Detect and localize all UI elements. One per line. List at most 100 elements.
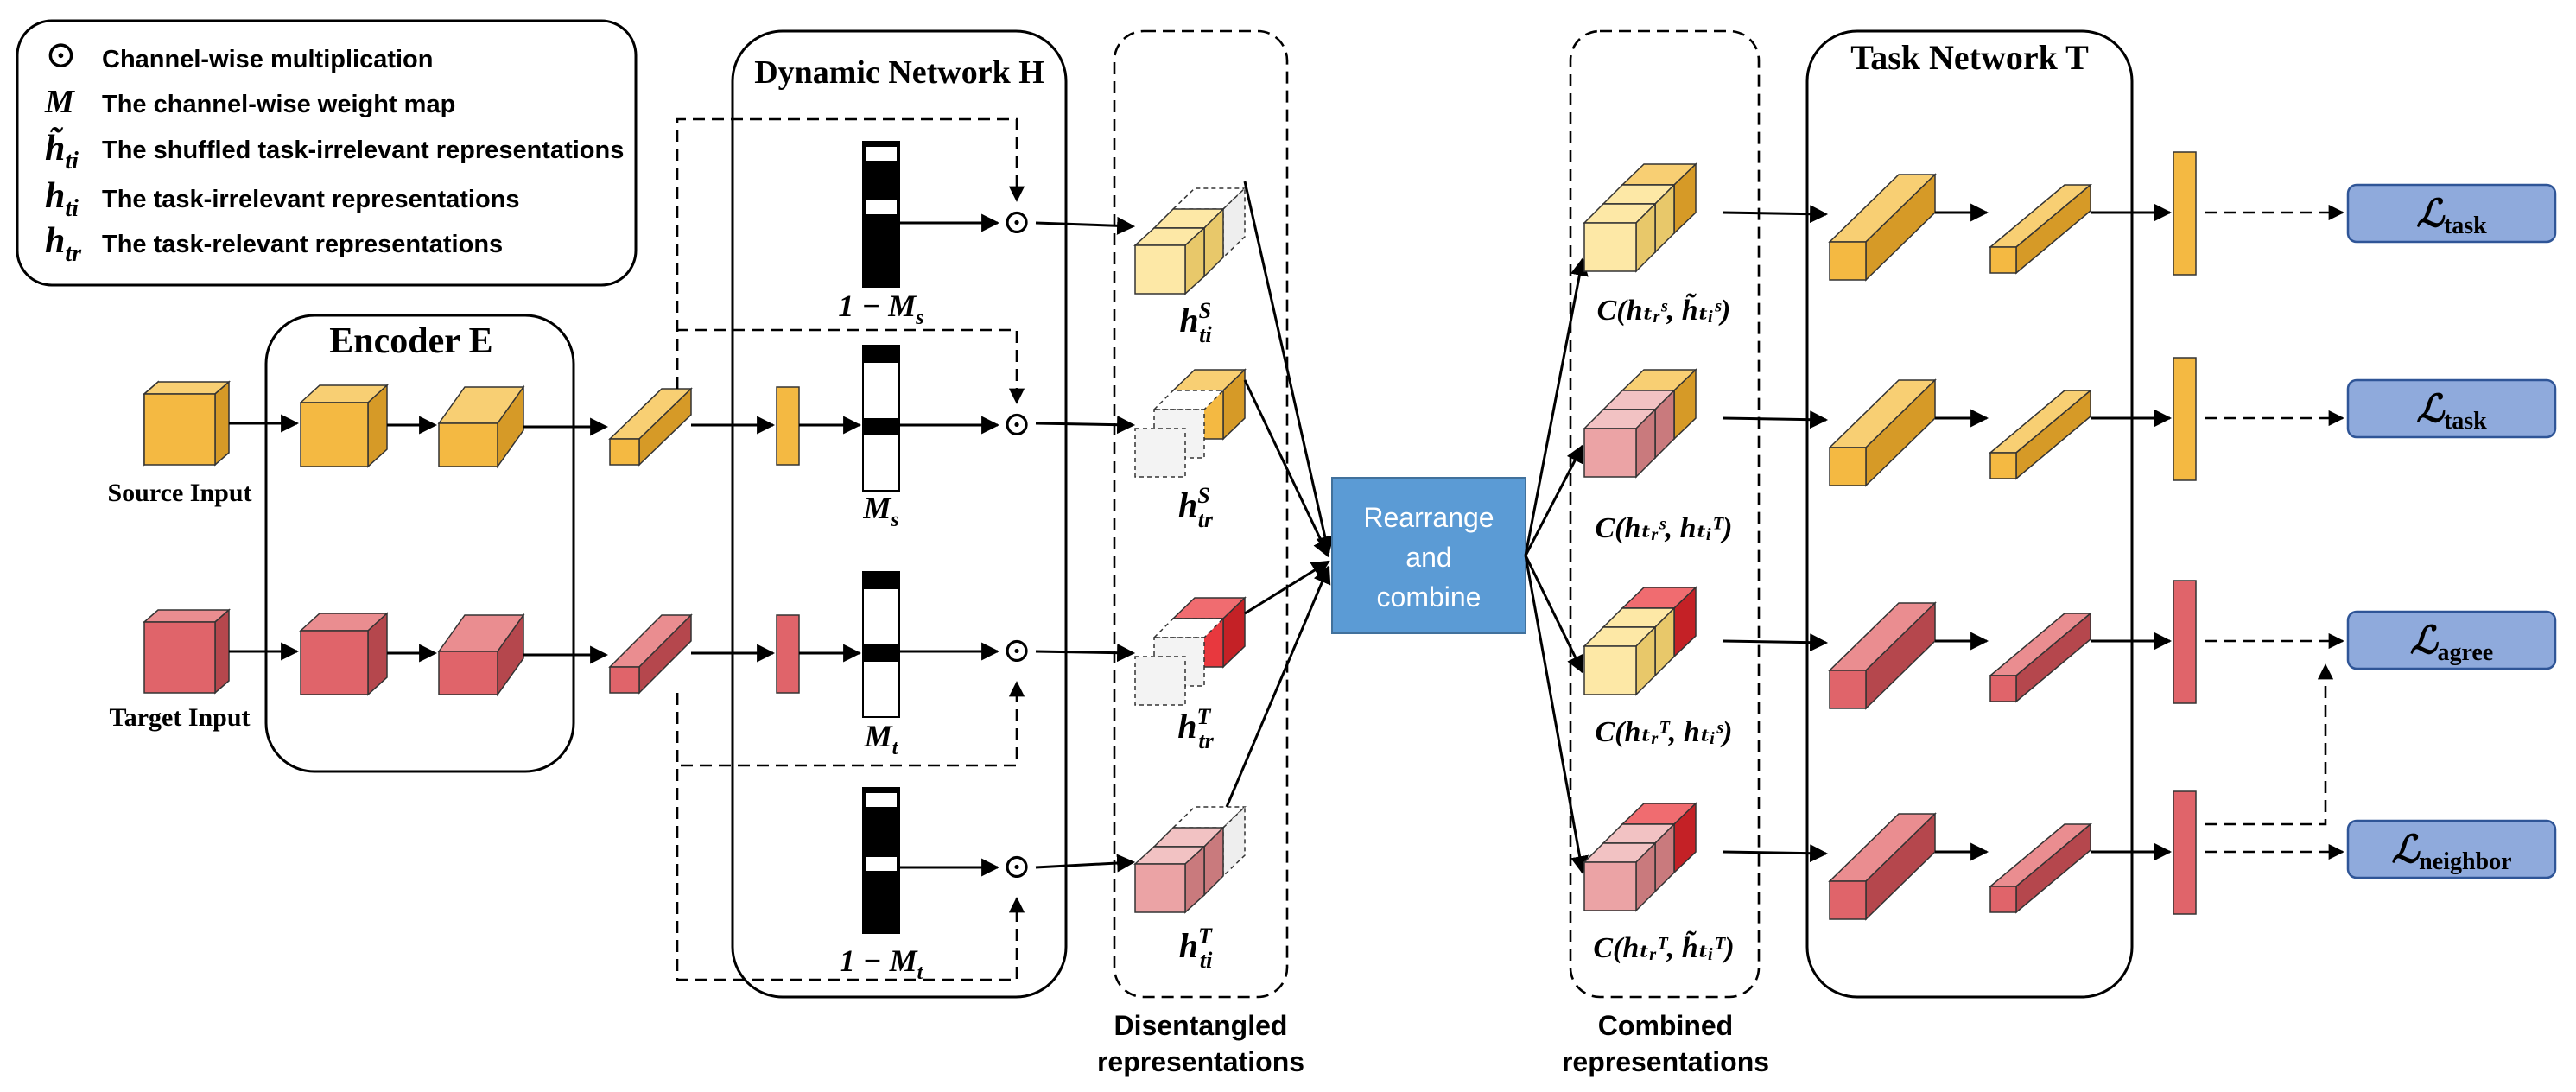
legend-text-shuffled: The shuffled task-irrelevant representat… [102, 136, 624, 164]
odot-operator-4: ⊙ [1002, 847, 1031, 886]
task-slab-large-row4 [1828, 812, 1937, 921]
arrow-odot3-to-htr-t [1035, 644, 1136, 663]
svg-text:ℒtask: ℒtask [2416, 193, 2487, 239]
label-mt: Mt [864, 719, 899, 759]
disentangled-h-ti-s-stack [1133, 187, 1247, 295]
task-output-vector-row4 [2173, 790, 2197, 915]
caption-combined-line1: Combined [1598, 1010, 1733, 1041]
arrow-rearrange-to-c1 [1524, 257, 1589, 556]
task-output-vector-row2 [2173, 357, 2197, 481]
task-network-rows [1722, 151, 2197, 921]
task-slab-large-row3 [1828, 601, 1937, 710]
arrow-odot2-to-htr-s [1035, 416, 1136, 435]
arrow-rearrange-to-c2 [1524, 444, 1584, 556]
target-input-label: Target Input [109, 703, 250, 732]
odot-operator-1: ⊙ [1002, 202, 1031, 241]
caption-disentangled-line2: representations [1097, 1046, 1304, 1077]
source-input-label: Source Input [108, 479, 252, 507]
odot-operator-3: ⊙ [1002, 631, 1031, 670]
arrow-rearrange-to-c3 [1524, 555, 1584, 674]
disentangled-group-box [1113, 29, 1289, 999]
arrow-combined-to-task-row4 [1722, 844, 1829, 863]
weight-map-one-minus-mt [862, 787, 900, 934]
rearrange-line1: Rearrange [1363, 502, 1494, 533]
caption-combined-line2: representations [1562, 1046, 1769, 1077]
disentangled-h-tr-s-stack [1134, 368, 1247, 478]
legend-box [16, 19, 638, 287]
encoded-source-slab [608, 387, 693, 467]
encoder-box [264, 314, 575, 773]
disentangled-h-ti-t-stack [1133, 805, 1247, 914]
legend-symbol-h-ti: hti [45, 176, 79, 222]
label-combined-c2: C(hₜᵣˢ, hₜᵢᵀ) [1595, 512, 1732, 544]
arrow-combined-to-task-row2 [1722, 410, 1829, 429]
task-network-box [1805, 29, 2134, 999]
label-one-minus-mt: 1 − Mt [840, 943, 924, 984]
dashed-source-to-odot1 [676, 117, 1025, 389]
encoder-source-cube-2 [437, 384, 525, 469]
encoder-target-cube-1 [299, 612, 389, 696]
caption-disentangled-line1: Disentangled [1114, 1010, 1288, 1041]
legend: ⊙ Channel-wise multiplication M The chan… [16, 19, 638, 287]
legend-text-relevant: The task-relevant representations [102, 231, 503, 258]
dashed-target-to-odot3 [676, 681, 1025, 767]
arrow-odot1-to-hti-s [1035, 216, 1136, 235]
task-slab-small-row1 [1988, 183, 2093, 275]
dynamic-network-title: Dynamic Network H [754, 54, 1044, 91]
task-network-title: Task Network T [1850, 38, 2089, 77]
legend-text-multiplication: Channel-wise multiplication [102, 46, 434, 73]
svg-text:ℒtask: ℒtask [2416, 388, 2487, 435]
task-slab-small-row4 [1988, 822, 2093, 914]
dynamic-source-vector [776, 386, 800, 466]
label-ms: Ms [862, 491, 898, 531]
loss-box-task-1: ℒtask [2346, 183, 2557, 244]
legend-text-irrelevant: The task-irrelevant representations [102, 186, 520, 213]
encoded-target-slab [608, 613, 693, 695]
weight-map-one-minus-ms [862, 141, 900, 288]
label-combined-c3: C(hₜᵣᵀ, hₜᵢˢ) [1595, 716, 1732, 748]
arrow-odot4-to-hti-t [1035, 854, 1136, 873]
legend-symbol-h-tilde: h̃ti [45, 126, 79, 175]
dashed-target-to-odot4 [676, 693, 1025, 981]
task-slab-large-row1 [1828, 173, 1937, 282]
task-slab-small-row3 [1988, 612, 2093, 703]
arrow-hti-t-to-rearrange [1225, 565, 1331, 808]
combined-c2-stack [1583, 368, 1697, 479]
svg-text:ℒagree: ℒagree [2410, 619, 2493, 666]
label-one-minus-ms: 1 − Ms [838, 289, 923, 329]
dynamic-network-box [731, 29, 1068, 999]
loss-box-agree: ℒagree [2346, 610, 2557, 670]
legend-text-weight-map: The channel-wise weight map [102, 91, 455, 118]
legend-symbol-odot: ⊙ [45, 34, 77, 76]
task-slab-large-row2 [1828, 378, 1937, 487]
encoder-source-cube-1 [299, 384, 389, 468]
legend-symbol-h-tr: htr [45, 221, 82, 267]
svg-text:ℒneighbor: ℒneighbor [2391, 829, 2511, 875]
legend-symbol-m: M [44, 84, 75, 120]
target-input-cube [143, 608, 231, 695]
dashed-source-to-odot2 [676, 328, 1025, 404]
rearrange-line2: and [1405, 542, 1451, 573]
encoder-target-cube-2 [437, 613, 525, 697]
arrow-combined-to-task-row1 [1722, 205, 1829, 224]
task-output-vector-row1 [2173, 151, 2197, 276]
dashed-arrow-neighbor-row-to-agree [2205, 663, 2334, 826]
arrow-htr-s-to-rearrange [1243, 379, 1330, 558]
task-slab-small-row2 [1988, 389, 2093, 480]
combined-c4-stack [1583, 802, 1697, 912]
rearrange-line3: combine [1377, 581, 1482, 613]
loss-box-neighbor: ℒneighbor [2346, 819, 2557, 879]
label-combined-c1: C(hₜᵣˢ, h̃ₜᵢˢ) [1597, 294, 1731, 327]
arrow-combined-to-task-row3 [1722, 633, 1829, 652]
source-input-cube [143, 380, 231, 467]
dynamic-target-vector [776, 614, 800, 694]
arrow-hti-s-to-rearrange [1243, 181, 1335, 556]
encoder-title: Encoder E [329, 321, 492, 361]
disentangled-h-tr-t-stack [1134, 596, 1247, 706]
combined-group-box [1569, 29, 1761, 999]
